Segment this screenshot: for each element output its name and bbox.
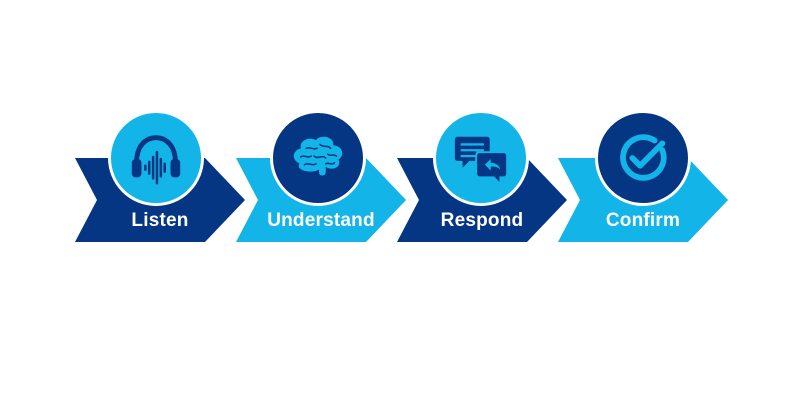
step-label: Understand [267,210,375,231]
step-label: Listen [131,210,189,231]
step-icon-circle [108,110,204,206]
chat-bubbles-icon [454,136,509,187]
step-icon-circle [270,110,366,206]
step-understand: Understand [236,110,406,245]
step-respond: Respond [397,110,567,245]
brain-icon [293,136,343,176]
step-confirm: Confirm [558,110,728,245]
checkmark-circle-icon [620,134,667,181]
step-label: Confirm [605,210,681,231]
step-listen: Listen [75,110,245,245]
step-label: Respond [440,210,524,231]
step-icon-circle [433,110,529,206]
step-icon-circle [595,110,691,206]
headphones-icon [131,135,181,185]
